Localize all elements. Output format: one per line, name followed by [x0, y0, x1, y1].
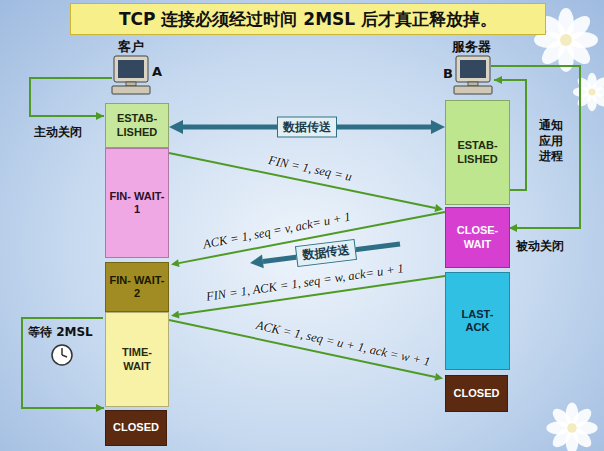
state-box: FIN- WAIT-2: [105, 262, 169, 312]
state-box: CLOSE- WAIT: [445, 207, 510, 268]
action-note: 被动关闭: [516, 238, 564, 255]
state-name: FIN- WAIT-1: [106, 190, 168, 216]
flower-decoration: [546, 402, 597, 451]
client-computer: [112, 56, 150, 94]
host-letter: A: [152, 64, 162, 79]
state-box: TIME- WAIT: [105, 312, 169, 407]
host-letter: B: [443, 66, 453, 81]
state-name: CLOSED: [451, 387, 503, 400]
segment-arrow: [169, 153, 435, 208]
state-box: ESTAB- LISHED: [445, 100, 510, 205]
state-name: CLOSE- WAIT: [446, 224, 509, 250]
state-box: LAST- ACK: [445, 272, 510, 370]
clock-icon: [52, 345, 72, 365]
title-banner: TCP 连接必须经过时间 2MSL 后才真正释放掉。: [70, 3, 546, 35]
state-box: FIN- WAIT-1: [105, 148, 169, 258]
state-name: LAST- ACK: [446, 308, 509, 334]
server-computer: [454, 56, 492, 94]
state-box: CLOSED: [445, 375, 508, 412]
action-note: 通知 应用 进程: [537, 118, 565, 165]
timer-note: 等待 2MSL: [28, 324, 93, 341]
state-name: TIME- WAIT: [106, 346, 168, 372]
party-name: 服务器: [452, 38, 491, 56]
state-name: CLOSED: [110, 421, 162, 434]
segment-label: FIN = 1, seq = u: [267, 153, 353, 185]
segment-label: FIN = 1, ACK = 1, seq = w, ack= u + 1: [205, 261, 405, 304]
state-name: ESTAB- LISHED: [106, 112, 168, 138]
wait-bracket: [22, 318, 104, 408]
active-close-line: [30, 78, 112, 116]
party-name: 客户: [118, 38, 144, 56]
flower-decoration: [573, 73, 604, 111]
action-note: 主动关闭: [34, 124, 82, 141]
state-name: ESTAB- LISHED: [446, 139, 509, 165]
data-tag: 数据传送: [295, 239, 357, 267]
data-tag: 数据传送: [277, 117, 337, 138]
state-box: ESTAB- LISHED: [105, 103, 169, 148]
state-name: FIN- WAIT-2: [106, 274, 168, 300]
state-box: CLOSED: [105, 410, 167, 446]
